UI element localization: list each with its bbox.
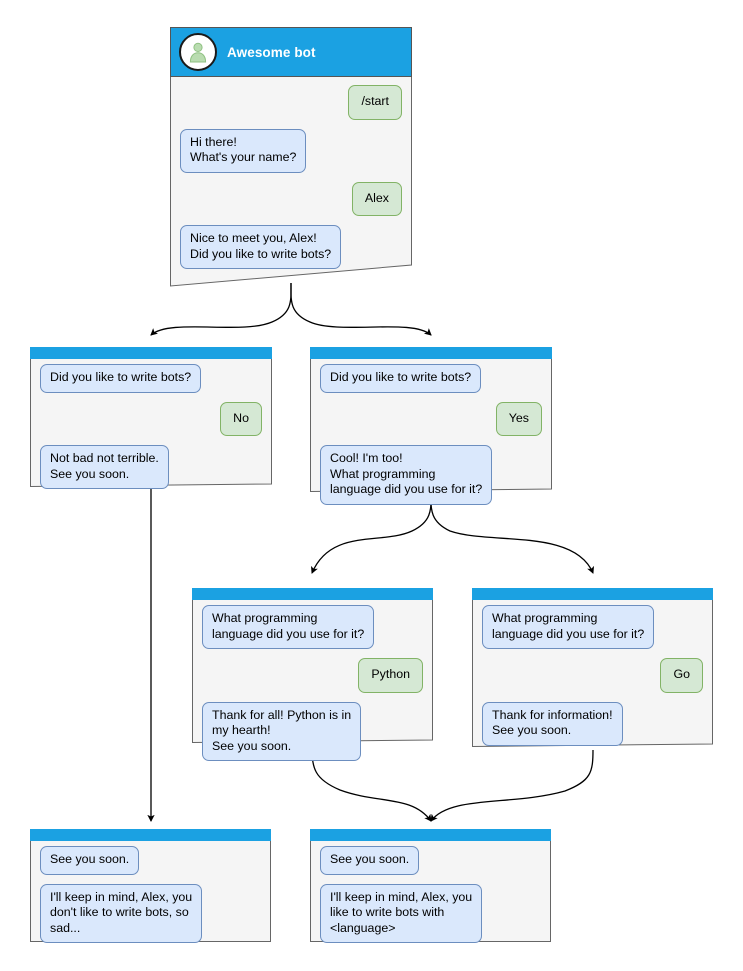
card-answer-yes[interactable]: Did you like to write bots? Yes Cool! I'… <box>310 347 552 505</box>
bot-message-bubble[interactable]: Thank for all! Python is in my hearth! S… <box>202 701 362 761</box>
card-answer-no-messages: Did you like to write bots? No Not bad n… <box>30 364 272 498</box>
message-row: I'll keep in mind, Alex, you don't like … <box>40 883 261 943</box>
card-language-go-messages: What programming language did you use fo… <box>472 605 713 755</box>
card-start[interactable]: Awesome bot /start Hi there! What's your… <box>170 27 412 287</box>
bot-message-bubble[interactable]: Did you like to write bots? <box>40 364 202 393</box>
edge-language-go-to-end-happy <box>430 749 594 822</box>
message-row: What programming language did you use fo… <box>202 605 423 649</box>
card-end-sad[interactable]: See you soon. I'll keep in mind, Alex, y… <box>30 829 271 943</box>
person-avatar-icon <box>179 33 217 71</box>
card-language-python-messages: What programming language did you use fo… <box>192 605 433 770</box>
message-row: Did you like to write bots? <box>320 364 542 393</box>
bot-message-bubble[interactable]: Nice to meet you, Alex! Did you like to … <box>180 225 342 269</box>
card-end-happy-messages: See you soon. I'll keep in mind, Alex, y… <box>310 846 551 952</box>
message-row: Thank for all! Python is in my hearth! S… <box>202 701 423 761</box>
card-start-header: Awesome bot <box>170 27 412 77</box>
bot-message-bubble[interactable]: Thank for information! See you soon. <box>482 701 623 746</box>
message-row: See you soon. <box>40 846 261 875</box>
message-row: Hi there! What's your name? <box>180 128 402 173</box>
card-language-go-header <box>472 588 713 600</box>
card-answer-yes-header <box>310 347 552 359</box>
message-row: Yes <box>320 401 542 436</box>
user-message-bubble[interactable]: No <box>220 401 262 436</box>
bot-message-bubble[interactable]: Cool! I'm too! What programming language… <box>320 445 493 505</box>
edge-start-to-answer-yes <box>290 282 432 336</box>
message-row: Did you like to write bots? <box>40 364 262 393</box>
user-message-bubble[interactable]: Alex <box>351 181 402 216</box>
card-answer-yes-messages: Did you like to write bots? Yes Cool! I'… <box>310 364 552 514</box>
message-row: Go <box>482 658 703 693</box>
message-row: Cool! I'm too! What programming language… <box>320 445 542 505</box>
bot-message-bubble[interactable]: See you soon. <box>320 846 420 875</box>
message-row: /start <box>180 85 402 120</box>
card-language-python-header <box>192 588 433 600</box>
message-row: Thank for information! See you soon. <box>482 701 703 746</box>
bot-message-bubble[interactable]: I'll keep in mind, Alex, you like to wri… <box>320 883 483 943</box>
card-start-messages: /start Hi there! What's your name? Alex … <box>170 85 412 278</box>
message-row: See you soon. <box>320 846 541 875</box>
message-row: Not bad not terrible. See you soon. <box>40 445 262 489</box>
card-end-happy-header <box>310 829 551 841</box>
message-row: Alex <box>180 181 402 216</box>
user-message-bubble[interactable]: /start <box>348 85 402 120</box>
card-answer-no-header <box>30 347 272 359</box>
user-message-bubble[interactable]: Python <box>358 658 423 693</box>
card-end-sad-messages: See you soon. I'll keep in mind, Alex, y… <box>30 846 271 952</box>
bot-message-bubble[interactable]: Not bad not terrible. See you soon. <box>40 445 169 489</box>
edge-start-to-answer-no <box>150 282 292 336</box>
card-end-sad-header <box>30 829 271 841</box>
bot-message-bubble[interactable]: Hi there! What's your name? <box>180 128 307 173</box>
message-row: I'll keep in mind, Alex, you like to wri… <box>320 883 541 943</box>
card-language-python[interactable]: What programming language did you use fo… <box>192 588 433 761</box>
card-language-go[interactable]: What programming language did you use fo… <box>472 588 713 747</box>
bot-message-bubble[interactable]: I'll keep in mind, Alex, you don't like … <box>40 883 203 943</box>
user-message-bubble[interactable]: Yes <box>495 401 542 436</box>
card-start-title: Awesome bot <box>227 44 316 60</box>
card-answer-no[interactable]: Did you like to write bots? No Not bad n… <box>30 347 272 489</box>
message-row: No <box>40 401 262 436</box>
card-end-happy[interactable]: See you soon. I'll keep in mind, Alex, y… <box>310 829 551 943</box>
user-message-bubble[interactable]: Go <box>660 658 703 693</box>
bot-message-bubble[interactable]: Did you like to write bots? <box>320 364 482 393</box>
bot-message-bubble[interactable]: What programming language did you use fo… <box>202 605 375 649</box>
message-row: Python <box>202 658 423 693</box>
message-row: What programming language did you use fo… <box>482 605 703 649</box>
bot-message-bubble[interactable]: See you soon. <box>40 846 140 875</box>
bot-message-bubble[interactable]: What programming language did you use fo… <box>482 605 655 649</box>
message-row: Nice to meet you, Alex! Did you like to … <box>180 225 402 269</box>
